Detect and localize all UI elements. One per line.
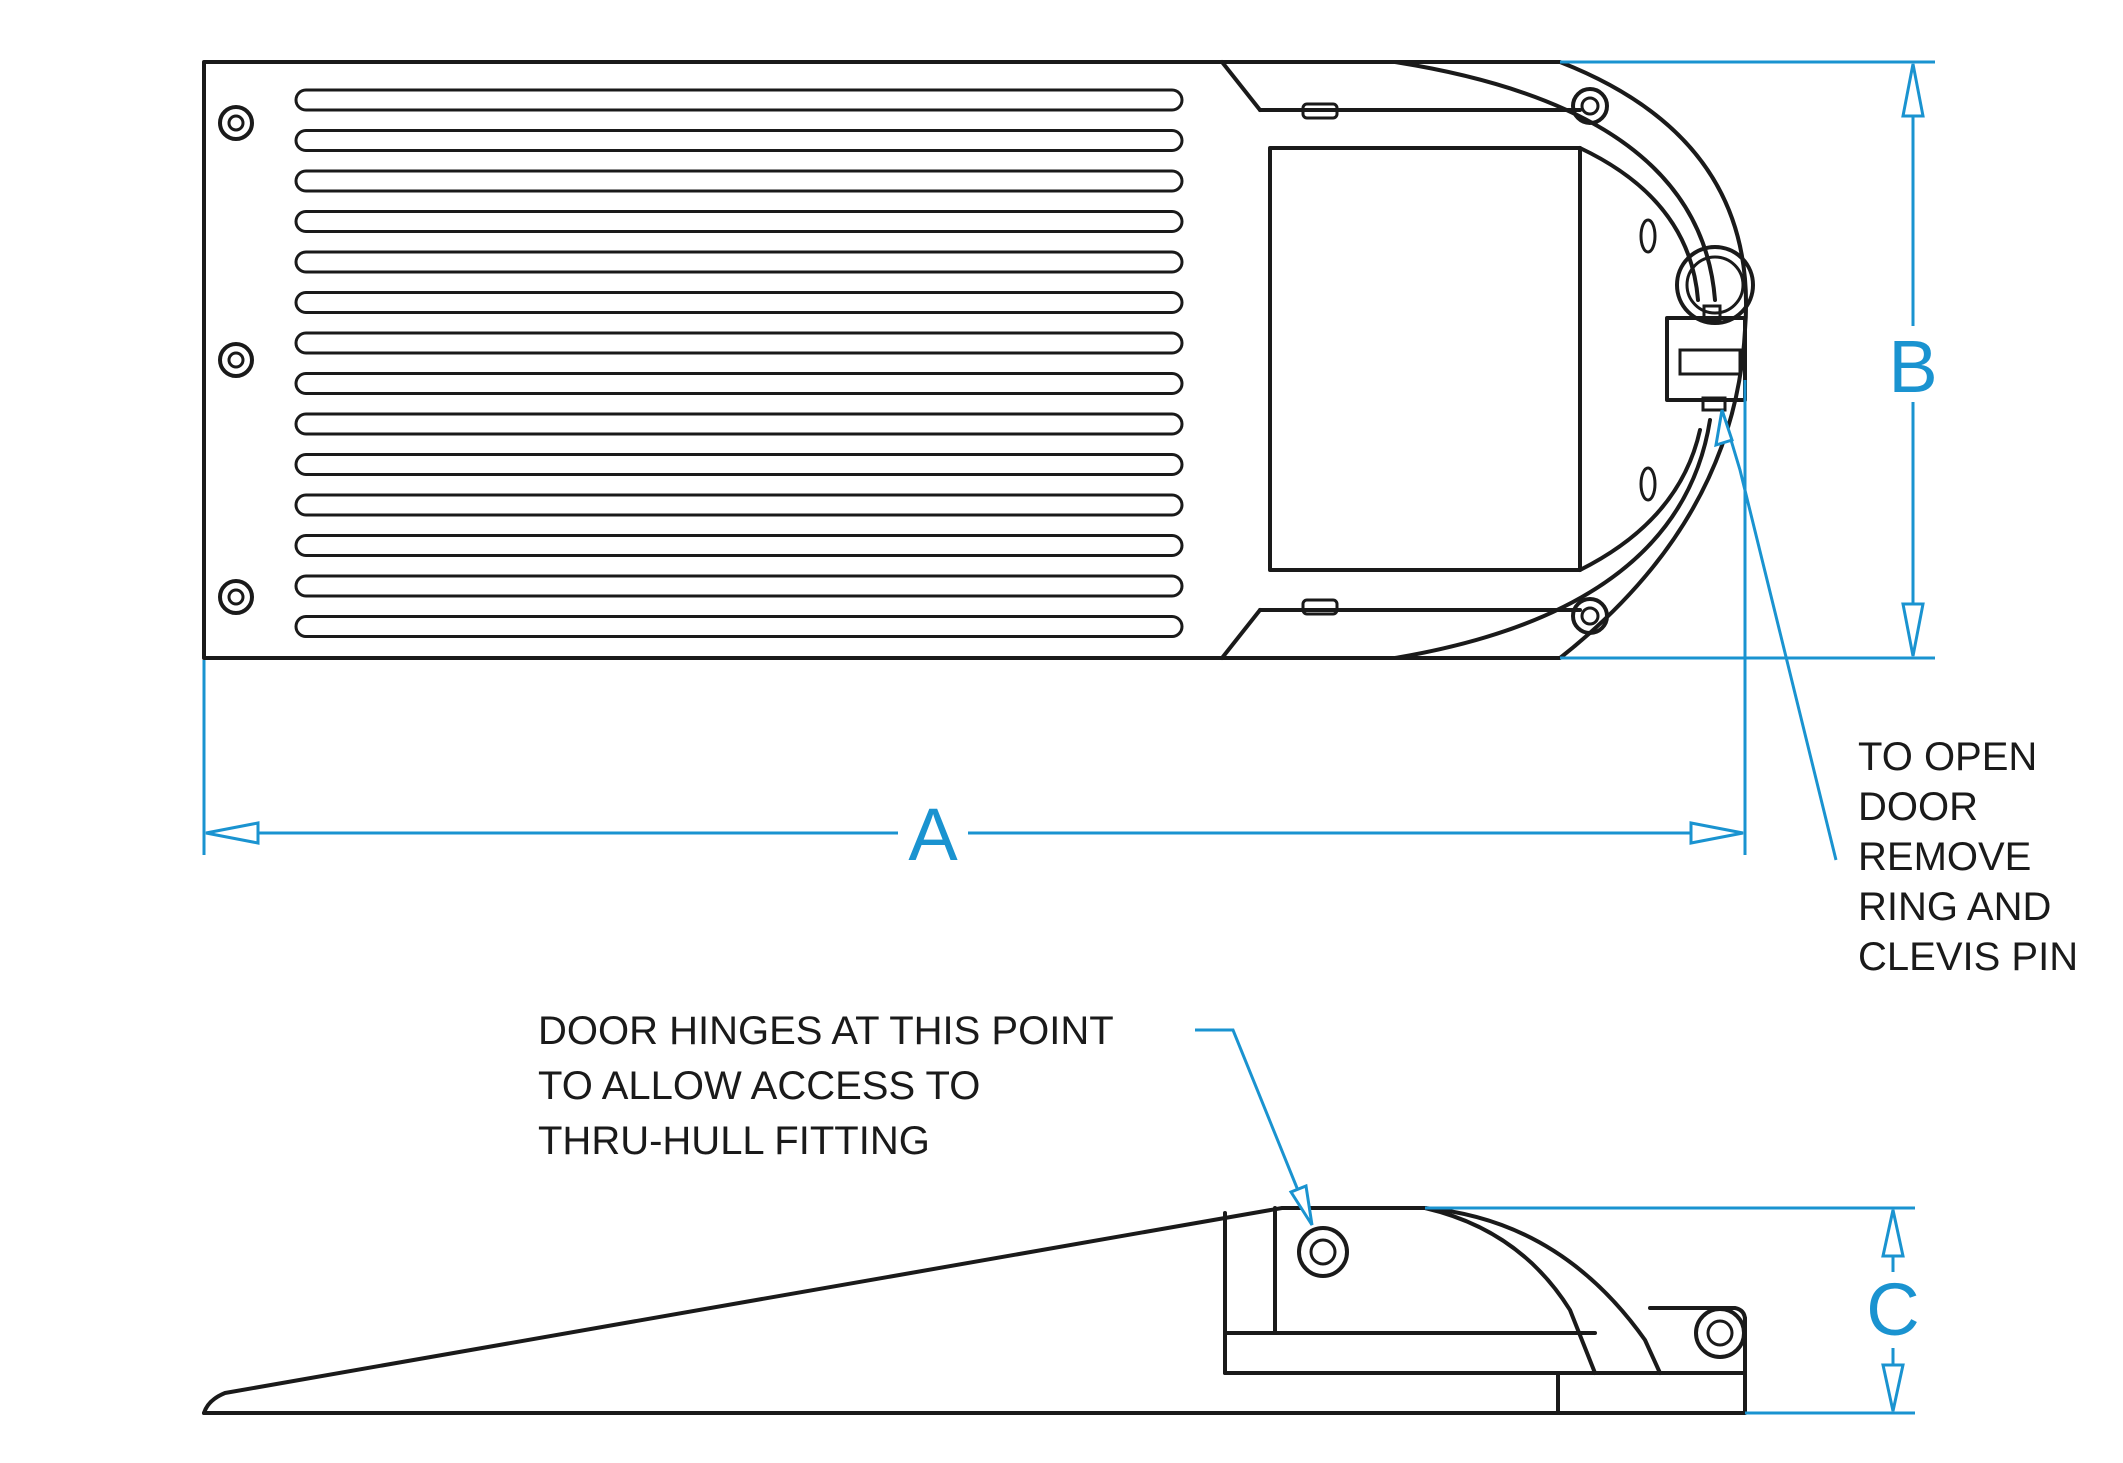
- intake-slot: [294, 210, 1184, 233]
- bolt-holes: [218, 105, 254, 615]
- arrowhead: [1689, 821, 1744, 845]
- arrowhead: [1288, 1183, 1314, 1226]
- intake-slot: [294, 291, 1184, 314]
- intake-slot: [294, 534, 1184, 557]
- side-view: [202, 1206, 1747, 1415]
- intake-slot: [294, 493, 1184, 517]
- intake-slot: [294, 88, 1184, 112]
- intake-slot: [294, 574, 1184, 598]
- callout-open-door: TO OPEN DOOR REMOVE RING AND CLEVIS PIN: [1714, 409, 2078, 979]
- note-line: RING AND: [1858, 885, 2051, 929]
- dimension-b: B: [1560, 60, 1946, 660]
- door-panel: [1268, 146, 1582, 572]
- corner-bolt: [1571, 597, 1609, 635]
- ring-and-clevis-pin: [1665, 245, 1755, 412]
- hinge-bolt: [1301, 598, 1339, 616]
- bolt-hole: [218, 342, 254, 378]
- note-open-door: TO OPEN DOOR REMOVE RING AND CLEVIS PIN: [1858, 735, 2078, 979]
- dimension-label-c: C: [1866, 1268, 1919, 1351]
- note-line: DOOR HINGES AT THIS POINT: [538, 1009, 1113, 1053]
- intake-slot: [294, 331, 1184, 355]
- intake-slot: [294, 250, 1184, 274]
- dimension-a: A: [202, 380, 1747, 876]
- arrowhead: [1714, 409, 1734, 448]
- note-line: THRU-HULL FITTING: [538, 1119, 930, 1163]
- arrowhead: [1901, 602, 1925, 657]
- clevis-boss: [1694, 1307, 1746, 1359]
- intake-slot: [294, 372, 1184, 395]
- arrowhead: [1901, 63, 1925, 118]
- access-door: [1220, 60, 1755, 660]
- callout-hinge: DOOR HINGES AT THIS POINT TO ALLOW ACCES…: [538, 1009, 1314, 1226]
- arrowhead: [1881, 1209, 1905, 1258]
- side-view-ramp: [202, 1206, 1427, 1415]
- hinge-pin: [1297, 1226, 1349, 1278]
- note-line: TO OPEN: [1858, 735, 2037, 779]
- intake-slot: [294, 129, 1184, 152]
- top-view: [202, 60, 1755, 660]
- note-hinge: DOOR HINGES AT THIS POINT TO ALLOW ACCES…: [538, 1009, 1124, 1163]
- dimension-c: C: [1425, 1206, 1926, 1415]
- note-line: REMOVE: [1858, 835, 2031, 879]
- dimension-label-b: B: [1888, 325, 1937, 408]
- intake-slot: [294, 453, 1184, 476]
- arrowhead: [205, 821, 260, 845]
- bolt-hole: [218, 579, 254, 615]
- intake-slot: [294, 169, 1184, 193]
- bolt-hole: [218, 105, 254, 141]
- note-line: DOOR: [1858, 785, 1978, 829]
- intake-slot: [294, 615, 1184, 638]
- corner-bolt: [1571, 87, 1609, 125]
- note-line: TO ALLOW ACCESS TO: [538, 1064, 980, 1108]
- intake-slots: [294, 88, 1184, 638]
- arrowhead: [1881, 1363, 1905, 1412]
- intake-slot: [294, 412, 1184, 436]
- ring: [1675, 245, 1755, 325]
- note-line: CLEVIS PIN: [1858, 935, 2078, 979]
- hinge-bolt: [1301, 102, 1339, 120]
- dimension-label-a: A: [908, 793, 958, 876]
